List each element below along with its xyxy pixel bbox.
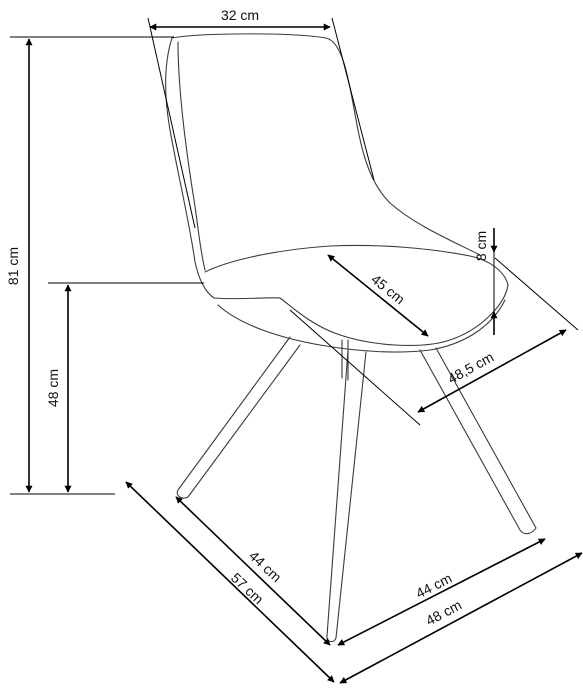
label-total-width: 48 cm (423, 597, 464, 629)
dimension-total-width: 48 cm (339, 552, 583, 684)
label-leg-span-depth: 44 cm (246, 547, 285, 585)
backrest-inner (177, 41, 206, 271)
dimension-leg-span-depth: 44 cm (175, 496, 331, 646)
backrest-front (171, 33, 481, 256)
chair-outline (165, 33, 537, 643)
dimension-seat-width: 48,5 cm (289, 309, 567, 426)
label-total-depth: 57 cm (228, 569, 267, 607)
label-seat-depth: 45 cm (368, 271, 408, 307)
dimension-seat-thickness: 8 cm (473, 228, 579, 335)
seat-bottom (213, 297, 281, 300)
dimension-total-depth: 57 cm (125, 481, 335, 683)
dimension-total-height: 81 cm (5, 36, 174, 495)
leg-right (419, 347, 537, 535)
dimension-seat-depth: 45 cm (327, 254, 429, 337)
dimension-seat-height: 48 cm (45, 282, 204, 493)
dimension-seat-width-top: 32 cm (147, 7, 375, 229)
label-seat-width: 48,5 cm (445, 349, 496, 387)
leg-back-left (176, 336, 301, 499)
leg-front (326, 349, 367, 643)
backrest-outer (165, 37, 215, 299)
label-seat-width-top: 32 cm (221, 7, 259, 23)
seat-underside (217, 299, 506, 353)
label-seat-height: 48 cm (45, 369, 61, 407)
seat-top (204, 244, 509, 286)
seat-front (279, 284, 509, 346)
label-seat-thickness: 8 cm (473, 231, 489, 261)
center-support (341, 339, 349, 381)
label-total-height: 81 cm (5, 247, 21, 285)
